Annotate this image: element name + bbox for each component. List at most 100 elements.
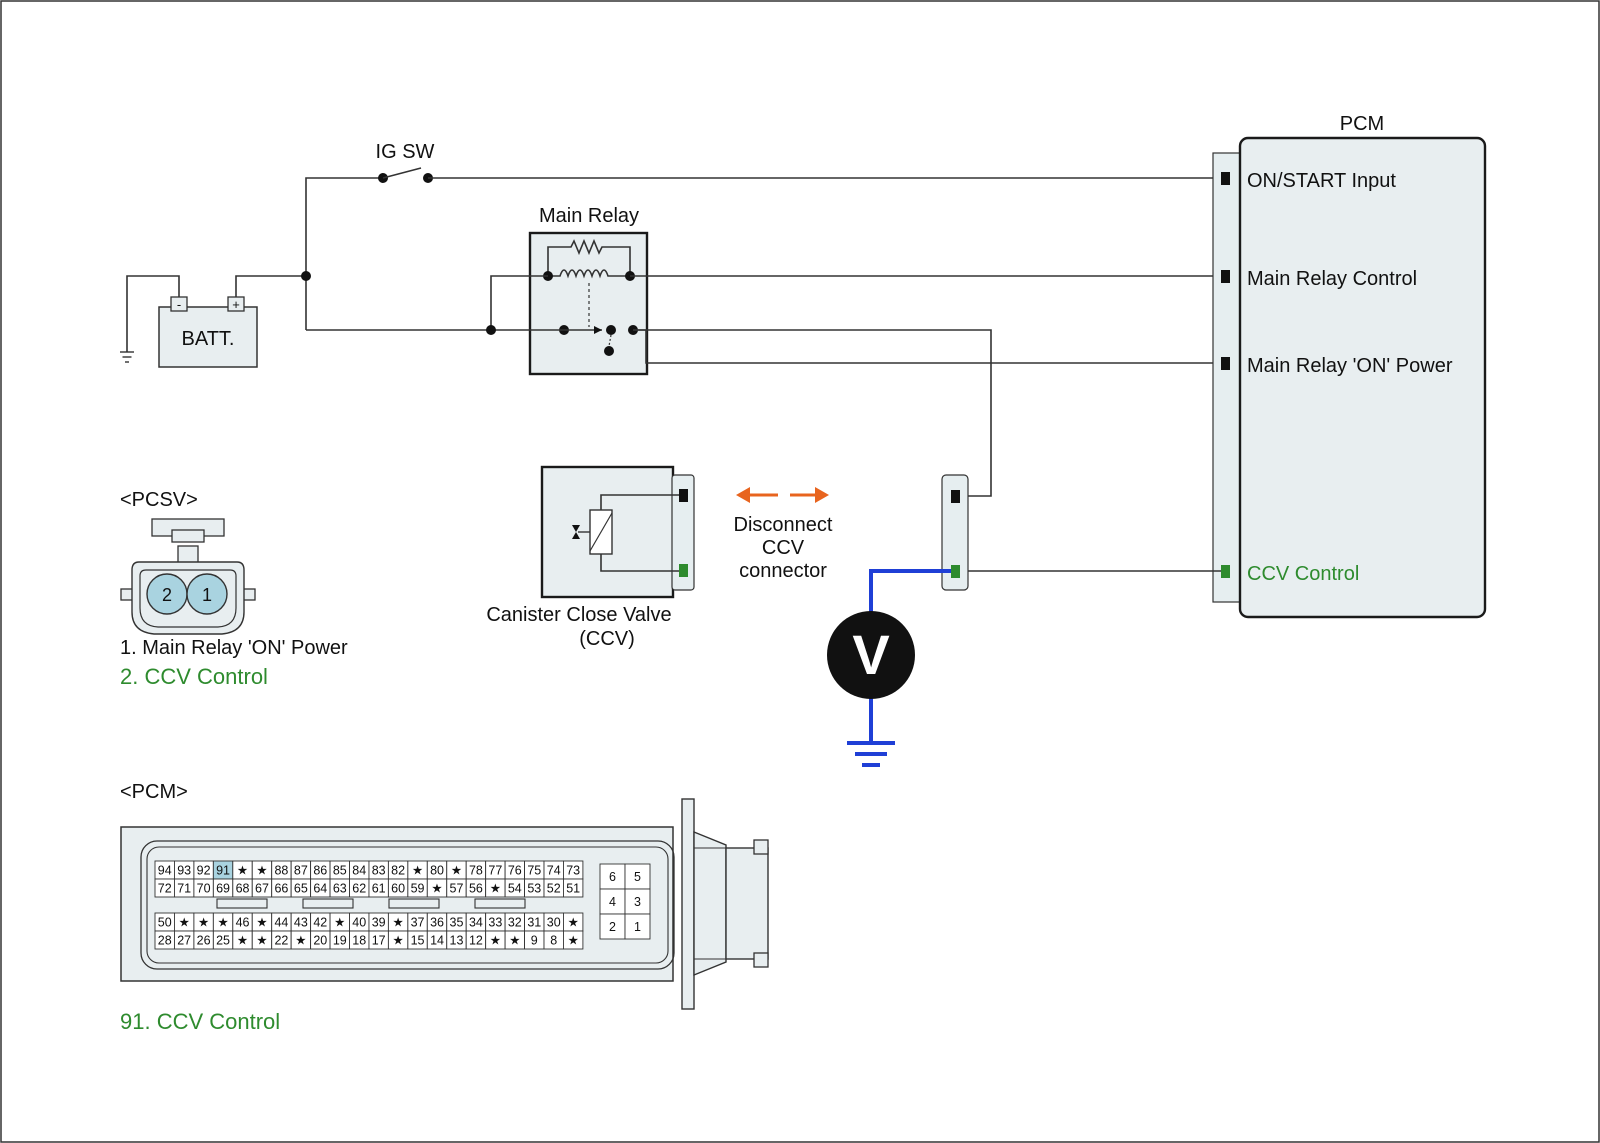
pin-label: 68	[236, 882, 250, 896]
pcm-pin-main-relay-control: Main Relay Control	[1247, 268, 1417, 290]
ig-switch: IG SW	[376, 141, 435, 183]
pin-label: 40	[352, 916, 366, 930]
ccv-power-wire	[633, 329, 992, 497]
pin-label: 60	[391, 882, 405, 896]
pin-label: 18	[352, 934, 366, 948]
main-relay-on-power-wire	[633, 329, 1221, 364]
pcsv-title: <PCSV>	[120, 489, 198, 511]
small-pin-label: 1	[634, 920, 641, 934]
pin-label: ★	[509, 934, 520, 948]
pin-label: 43	[294, 916, 308, 930]
pin-label: 85	[333, 864, 347, 878]
pin-label: 36	[430, 916, 444, 930]
pin-label: 9	[531, 934, 538, 948]
pin-label: 44	[274, 916, 288, 930]
disconnect-arrows-icon	[736, 487, 829, 503]
pin-label: 52	[547, 882, 561, 896]
small-pin-label: 3	[634, 895, 641, 909]
pin-label: 76	[508, 864, 522, 878]
small-pin-label: 4	[609, 895, 616, 909]
small-pin-label: 2	[609, 920, 616, 934]
small-pin-label: 5	[634, 870, 641, 884]
pin-label: 70	[197, 882, 211, 896]
pin-label: 17	[372, 934, 386, 948]
main-relay-label: Main Relay	[539, 205, 639, 227]
pin-label: ★	[256, 864, 267, 878]
pin-label: 74	[547, 864, 561, 878]
pin-label: 92	[197, 864, 211, 878]
pin-label: 33	[488, 916, 502, 930]
battery-plus-label: +	[232, 297, 240, 312]
pcm-pin-main-relay-on-power: Main Relay 'ON' Power	[1247, 355, 1453, 377]
pin-label: 42	[313, 916, 327, 930]
pin-label: 54	[508, 882, 522, 896]
pin-label: 13	[450, 934, 464, 948]
pin-label: ★	[217, 916, 228, 930]
pcsv-legend-1: 1. Main Relay 'ON' Power	[120, 637, 348, 659]
pin-label: 57	[450, 882, 464, 896]
pin-label: 87	[294, 864, 308, 878]
pin-label: 77	[488, 864, 502, 878]
pin-label: ★	[568, 934, 579, 948]
pin-label: 28	[158, 934, 172, 948]
pin-label: 8	[550, 934, 557, 948]
pin-label: 71	[177, 882, 191, 896]
pcm-connector-title: <PCM>	[120, 781, 188, 803]
pin-label: 39	[372, 916, 386, 930]
pin-label: ★	[256, 916, 267, 930]
small-pin-cell	[599, 863, 626, 890]
pin-label: 26	[197, 934, 211, 948]
pcsv-pin-2: 2	[162, 585, 172, 605]
pin-label: 88	[274, 864, 288, 878]
pin-label: ★	[393, 916, 404, 930]
pin-label: 59	[411, 882, 425, 896]
ccv-abbr: (CCV)	[579, 628, 635, 650]
pin-label-ccv-control: 91	[216, 864, 230, 878]
pin-label: 22	[274, 934, 288, 948]
pin-label: 67	[255, 882, 269, 896]
pin-label: 35	[450, 916, 464, 930]
pin-label: 64	[313, 882, 327, 896]
pin-label: ★	[393, 934, 404, 948]
battery-positive-wire	[235, 275, 306, 297]
pin-label: 65	[294, 882, 308, 896]
pin-cell	[563, 930, 584, 950]
pin-label: 94	[158, 864, 172, 878]
pin-label: ★	[412, 864, 423, 878]
junction-dot	[486, 325, 496, 335]
disconnect-label-3: connector	[739, 560, 827, 582]
ig-switch-label: IG SW	[376, 141, 435, 163]
pcsv-pin-1: 1	[202, 585, 212, 605]
pin-label: ★	[568, 916, 579, 930]
main-relay: Main Relay	[528, 205, 649, 376]
junction-dot	[301, 271, 311, 281]
battery: - + BATT.	[158, 296, 258, 368]
pin-label: 46	[236, 916, 250, 930]
pcsv-connector: 2 1	[120, 518, 256, 635]
battery-label: BATT.	[182, 328, 235, 350]
pin-label: 34	[469, 916, 483, 930]
pin-label: 61	[372, 882, 386, 896]
battery-ground-icon	[120, 351, 134, 363]
pin-label: 72	[158, 882, 172, 896]
pin-label: 82	[391, 864, 405, 878]
pin-label: 75	[527, 864, 541, 878]
pcsv-legend-2: 2. CCV Control	[120, 664, 268, 689]
pcm-module: PCM ON/START Input Main Relay Control Ma…	[1212, 113, 1487, 619]
pin-label: ★	[451, 864, 462, 878]
pin-label: 14	[430, 934, 444, 948]
harness-connector	[941, 474, 969, 591]
small-pin-cell	[599, 888, 626, 915]
pin-label: 86	[313, 864, 327, 878]
pin-label: 63	[333, 882, 347, 896]
disconnect-label-2: CCV	[762, 537, 805, 559]
pin-label: 93	[177, 864, 191, 878]
pin-label: 20	[313, 934, 327, 948]
canister-close-valve: Canister Close Valve (CCV)	[486, 465, 695, 650]
pin-label: 80	[430, 864, 444, 878]
pin-label: 62	[352, 882, 366, 896]
